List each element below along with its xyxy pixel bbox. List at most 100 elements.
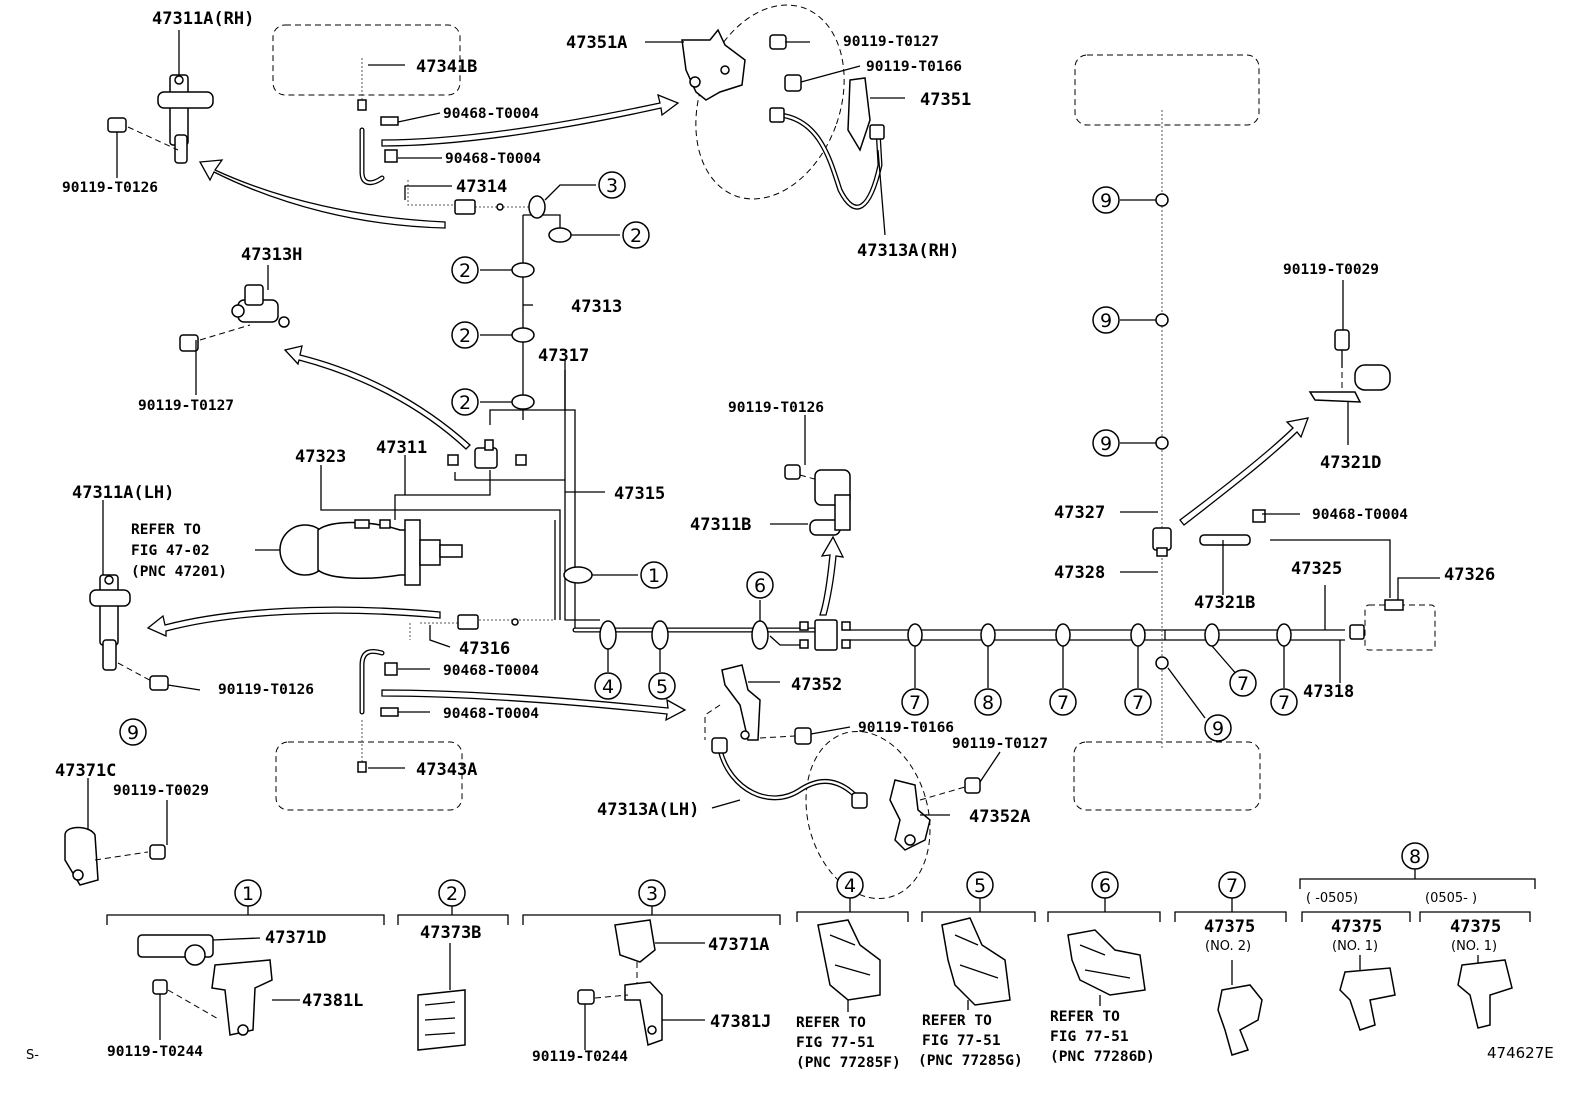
label-47352A: 47352A <box>969 807 1030 827</box>
ref6-line1: REFER TO <box>1050 1009 1120 1025</box>
label-47313H: 47313H <box>241 245 302 265</box>
label-47315: 47315 <box>614 484 665 504</box>
svg-text:7: 7 <box>1278 692 1290 714</box>
bracket-47352A <box>889 777 981 851</box>
svg-text:1: 1 <box>648 565 660 587</box>
callout-2-d: 2 <box>451 388 479 416</box>
label-90119-T0029-a: 90119-T0029 <box>113 783 209 799</box>
label-47371C: 47371C <box>55 761 116 781</box>
svg-text:6: 6 <box>754 575 766 597</box>
label-47313: 47313 <box>571 297 622 317</box>
label-47375-no1-a: 47375 <box>1331 917 1382 937</box>
three-way-joint-rh <box>107 74 214 164</box>
callout-7-c: 7 <box>1124 688 1152 716</box>
ref4-line1: REFER TO <box>796 1015 866 1031</box>
label-47321B: 47321B <box>1194 593 1255 613</box>
label-47352: 47352 <box>791 675 842 695</box>
svg-text:5: 5 <box>656 676 668 698</box>
callout-1: 1 <box>640 561 668 589</box>
bracket-47352 <box>704 664 812 745</box>
svg-text:4: 4 <box>602 676 614 698</box>
label-47371D: 47371D <box>265 928 326 948</box>
label-90468-T0004-c: 90468-T0004 <box>443 663 539 679</box>
range-after-0505: (0505- ) <box>1425 891 1477 906</box>
three-way-joint-lh <box>89 574 169 691</box>
label-47351A: 47351A <box>566 33 627 53</box>
svg-text:8: 8 <box>982 692 994 714</box>
rh-flex-hose-joint <box>357 58 476 215</box>
load-sensing-valve <box>1349 599 1436 651</box>
clamp-oval-markers <box>511 193 1292 670</box>
label-90119-T0166-a: 90119-T0166 <box>866 59 962 75</box>
svg-text:2: 2 <box>459 392 471 414</box>
label-90119-T0029-b: 90119-T0029 <box>1283 262 1379 278</box>
corner-left-mark: S- <box>26 1048 39 1063</box>
label-90468-T0004-b: 90468-T0004 <box>445 151 541 167</box>
svg-text:4: 4 <box>844 875 856 897</box>
callout-6: 6 <box>746 571 774 599</box>
label-47375-no1-b: 47375 <box>1450 917 1501 937</box>
part-labels: 47311A(RH) 47341B 90468-T0004 90468-T000… <box>55 9 1495 827</box>
svg-text:9: 9 <box>127 722 139 744</box>
label-47313A-lh: 47313A(LH) <box>597 800 699 820</box>
callout-2-a: 2 <box>622 221 650 249</box>
svg-text:8: 8 <box>1409 846 1421 868</box>
label-47327: 47327 <box>1054 503 1105 523</box>
svg-text:2: 2 <box>630 225 642 247</box>
label-47321D: 47321D <box>1320 453 1381 473</box>
legend-group-5: 5 REFER TO FIG 77-51 (PNC 77285G) <box>918 871 1036 1069</box>
svg-text:2: 2 <box>446 883 458 905</box>
svg-text:9: 9 <box>1212 718 1224 740</box>
label-47351: 47351 <box>920 90 971 110</box>
legend-group-8: 8 ( -0505) (0505- ) 47375 (NO. 1) 47375 … <box>1299 842 1536 1031</box>
rh-rear-wheel-area <box>1074 54 1260 126</box>
svg-text:2: 2 <box>459 325 471 347</box>
label-47341B: 47341B <box>416 57 477 77</box>
label-47375-no2: 47375 <box>1204 917 1255 937</box>
svg-text:2: 2 <box>459 260 471 282</box>
label-90119-T0127-a: 90119-T0127 <box>843 34 939 50</box>
clamp-47371C <box>64 826 166 886</box>
rear-three-way-47327 <box>1152 509 1266 557</box>
label-no1-b: (NO. 1) <box>1451 939 1497 954</box>
callout-2-b: 2 <box>451 256 479 284</box>
svg-text:9: 9 <box>1100 190 1112 212</box>
lh-hose-detail-oval <box>805 730 931 900</box>
label-no2: (NO. 2) <box>1205 939 1251 954</box>
callout-7-e: 7 <box>1270 688 1298 716</box>
rh-front-wheel-area <box>272 24 461 96</box>
callout-9-a: 9 <box>1092 186 1120 214</box>
lh-rear-wheel-area <box>1073 741 1261 811</box>
callout-3: 3 <box>598 171 626 199</box>
label-47323: 47323 <box>295 447 346 467</box>
label-90119-T0166-b: 90119-T0166 <box>858 720 954 736</box>
svg-text:7: 7 <box>909 692 921 714</box>
svg-text:7: 7 <box>1237 673 1249 695</box>
label-47311B: 47311B <box>690 515 751 535</box>
three-way-joint-47311 <box>447 439 527 469</box>
label-90119-T0127-c: 90119-T0127 <box>952 736 1048 752</box>
callout-2-c: 2 <box>451 321 479 349</box>
label-90119-T0244-a: 90119-T0244 <box>107 1044 203 1060</box>
master-cylinder <box>255 519 463 586</box>
flex-hose-lh <box>711 737 868 809</box>
svg-text:9: 9 <box>1100 433 1112 455</box>
lh-front-wheel-area <box>275 741 463 811</box>
label-90119-T0244-b: 90119-T0244 <box>532 1049 628 1065</box>
figure-id: 474627E <box>1487 1044 1554 1062</box>
callout-9-c: 9 <box>1092 429 1120 457</box>
label-90119-T0126-c: 90119-T0126 <box>218 682 314 698</box>
range-before-0505: ( -0505) <box>1306 891 1358 906</box>
svg-text:5: 5 <box>974 875 986 897</box>
label-90468-T0004-e: 90468-T0004 <box>1312 507 1408 523</box>
legend-group-6: 6 REFER TO FIG 77-51 (PNC 77286D) <box>1047 871 1161 1065</box>
label-47316: 47316 <box>459 639 510 659</box>
lh-flex-hose-joint <box>357 614 479 773</box>
refer-pnc-text: (PNC 47201) <box>131 564 227 580</box>
three-way-joint-47311B <box>784 464 851 651</box>
legend-group-4: 4 REFER TO FIG 77-51 (PNC 77285F) <box>796 871 909 1071</box>
label-47371A: 47371A <box>708 935 769 955</box>
label-47314: 47314 <box>456 177 507 197</box>
callout-8-a: 8 <box>974 688 1002 716</box>
